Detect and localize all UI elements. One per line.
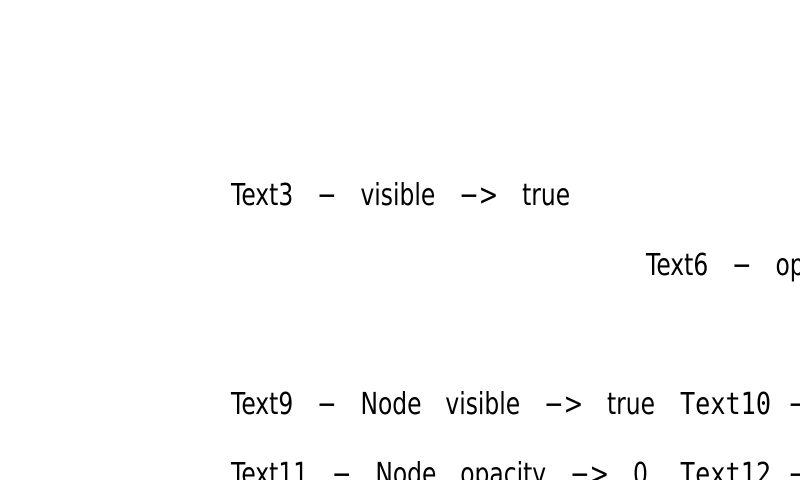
text-label-text10-node-overlay: Text10 − Node xyxy=(605,351,800,422)
text-label-text12-node-overlay: Text12 − Node xyxy=(605,421,800,480)
text-label-text9-node-visible: Text9 − Node visible −> true xyxy=(193,351,775,459)
text-label-text11-value: Text11 − Node opacity −> 0 xyxy=(231,457,649,480)
text-label-text12-value: Text12 − Node xyxy=(680,457,800,480)
text-label-text9-value: Text9 − Node visible −> true xyxy=(231,387,656,422)
text-label-text6-opacity: Text6 − opacity xyxy=(608,212,800,320)
text-label-text10-value: Text10 − Node xyxy=(680,387,800,422)
text-label-text6-value: Text6 − opacity xyxy=(646,248,800,283)
text-label-text3-value: Text3 − visible −> true xyxy=(231,178,571,213)
text-label-text11-node-opacity: Text11 − Node opacity −> 0 xyxy=(193,421,766,480)
text-label-text3-visible: Text3 − visible −> true xyxy=(193,142,666,250)
